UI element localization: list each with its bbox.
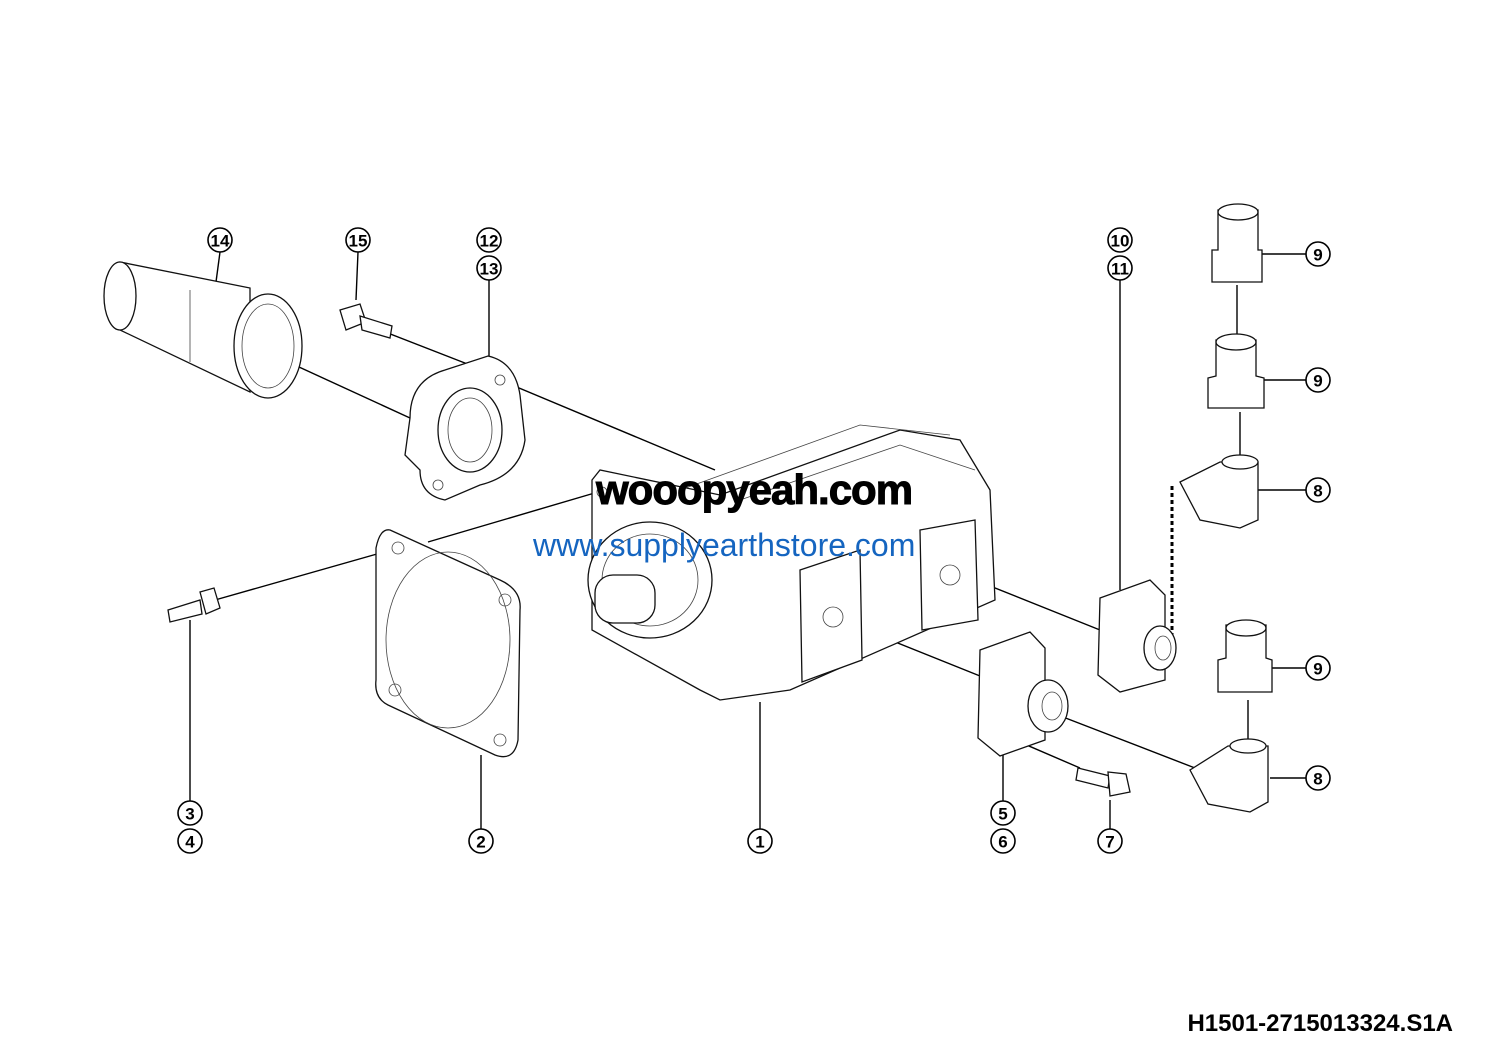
callout-circle (476, 227, 502, 253)
callout-number: 8 (1313, 770, 1322, 789)
callout-11: 11 (1107, 255, 1133, 281)
watermark-black: wooopyeah.com (595, 466, 913, 514)
callout-circle (1305, 241, 1331, 267)
callout-number: 12 (480, 232, 499, 251)
callout-9: 9 (1305, 367, 1331, 393)
callout-number: 9 (1313, 246, 1322, 265)
callout-circle (1305, 655, 1331, 681)
callout-9: 9 (1305, 655, 1331, 681)
callout-2: 2 (468, 828, 494, 854)
callout-5: 5 (990, 800, 1016, 826)
callout-number: 6 (998, 833, 1007, 852)
callout-number: 9 (1313, 660, 1322, 679)
callout-number: 14 (211, 232, 230, 251)
watermark-blue: www.supplyearthstore.com (533, 527, 916, 563)
drawing-code: H1501-2715013324.S1A (1187, 1010, 1453, 1037)
callout-7: 7 (1097, 828, 1123, 854)
fitting-8-top (1179, 454, 1259, 529)
fitting-9-bottom (1217, 619, 1273, 693)
callout-1: 1 (747, 828, 773, 854)
part-flange-10 (1097, 579, 1177, 693)
callout-number: 10 (1111, 232, 1130, 251)
part-bolt-15 (339, 303, 393, 339)
part-fittings (1179, 203, 1273, 813)
callout-circle (1107, 227, 1133, 253)
callout-14: 14 (207, 227, 233, 253)
callout-number: 3 (185, 805, 194, 824)
fitting-9-top (1211, 203, 1263, 283)
callout-4: 4 (177, 828, 203, 854)
callout-number: 9 (1313, 372, 1322, 391)
callout-circle (1097, 828, 1123, 854)
callout-9: 9 (1305, 241, 1331, 267)
part-sleeve (103, 261, 303, 399)
part-bolt-3 (167, 587, 221, 623)
callout-15: 15 (345, 227, 371, 253)
callout-circle (990, 828, 1016, 854)
callout-12: 12 (476, 227, 502, 253)
callout-number: 5 (998, 805, 1007, 824)
callout-8: 8 (1305, 477, 1331, 503)
callout-circle (747, 828, 773, 854)
callout-circle (1305, 367, 1331, 393)
callout-10: 10 (1107, 227, 1133, 253)
callout-circle (207, 227, 233, 253)
callout-circle (177, 800, 203, 826)
callout-number: 7 (1105, 833, 1114, 852)
callout-number: 2 (476, 833, 485, 852)
callout-circle (345, 227, 371, 253)
part-flange-12 (404, 355, 526, 501)
callout-circle (990, 800, 1016, 826)
part-pump-body (587, 424, 996, 701)
callout-6: 6 (990, 828, 1016, 854)
part-bolt-7 (1075, 767, 1131, 797)
callout-circle (177, 828, 203, 854)
callout-circle (476, 255, 502, 281)
callout-3: 3 (177, 800, 203, 826)
leader-lines (189, 251, 1306, 829)
callout-circle (1305, 477, 1331, 503)
callout-number: 8 (1313, 482, 1322, 501)
callout-number: 13 (480, 260, 499, 279)
part-flange-5 (977, 631, 1069, 757)
fitting-8-bottom (1189, 738, 1269, 813)
callout-13: 13 (476, 255, 502, 281)
callout-circle (1107, 255, 1133, 281)
fitting-9-middle (1207, 333, 1265, 409)
part-gasket (375, 529, 521, 758)
callout-number: 4 (185, 833, 195, 852)
callout-8: 8 (1305, 765, 1331, 791)
callout-number: 11 (1111, 260, 1129, 279)
callout-circle (1305, 765, 1331, 791)
callout-circle (468, 828, 494, 854)
callout-number: 1 (755, 833, 764, 852)
callout-number: 15 (349, 232, 368, 251)
